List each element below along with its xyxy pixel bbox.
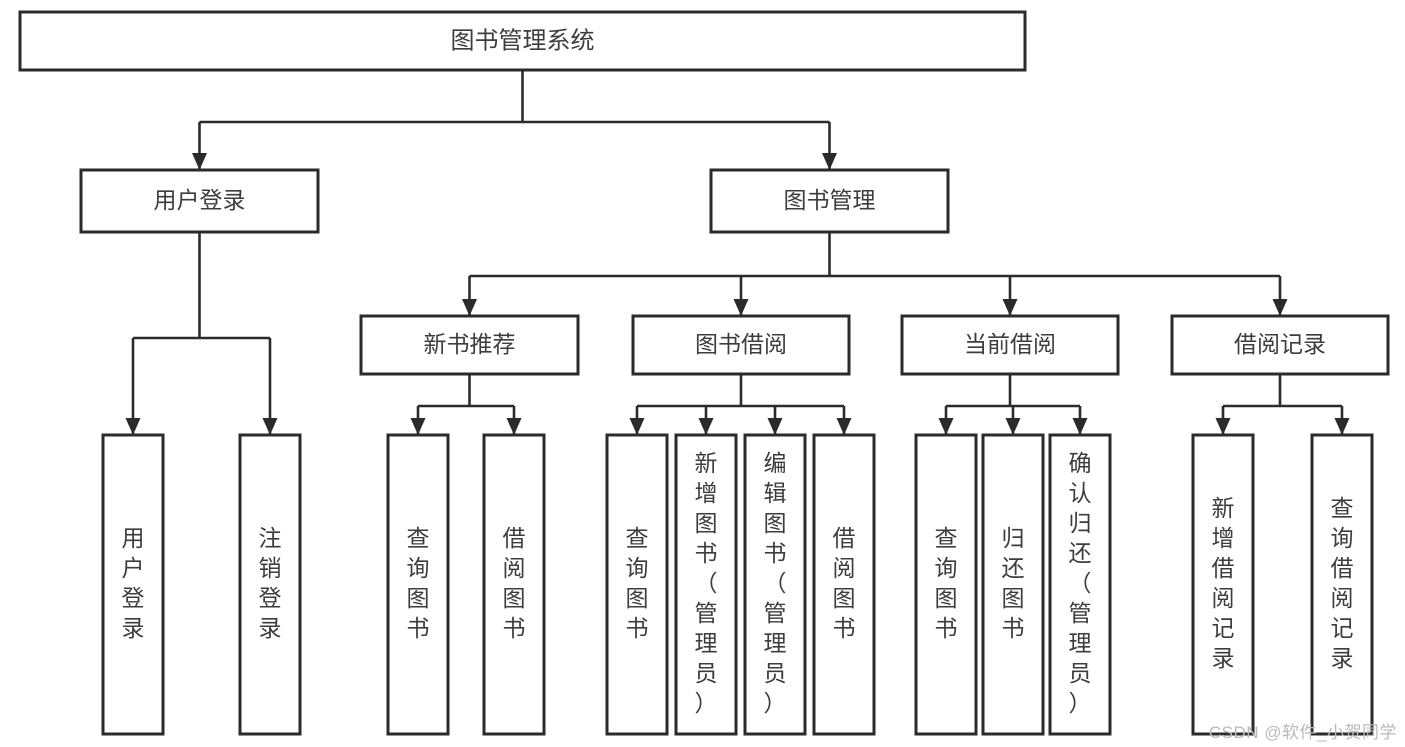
node-label-borrow: 图书借阅: [695, 331, 787, 357]
connector-layer: [125, 70, 1350, 435]
node-label-leaf-borrow-3: 编辑图书（管理员）: [764, 450, 787, 716]
node-label-leaf-borrow-4: 借阅图书: [833, 525, 856, 641]
node-box-leaf-login-1[interactable]: [101, 433, 165, 736]
node-box-root[interactable]: [18, 10, 1027, 72]
node-box-leaf-newbook-2[interactable]: [482, 433, 546, 736]
node-box-leaf-borrow-1[interactable]: [605, 433, 669, 736]
node-label-root: 图书管理系统: [451, 27, 595, 54]
node-login[interactable]: 用户登录: [79, 168, 320, 234]
node-box-record[interactable]: [1170, 314, 1390, 376]
node-record[interactable]: 借阅记录: [1170, 314, 1390, 376]
node-leaf-borrow-3[interactable]: 编辑图书（管理员）: [743, 433, 807, 736]
node-box-bookmgmt[interactable]: [709, 168, 950, 234]
node-box-leaf-borrow-2[interactable]: [674, 433, 738, 736]
node-bookmgmt[interactable]: 图书管理: [709, 168, 950, 234]
node-leaf-login-2[interactable]: 注销登录: [238, 433, 302, 736]
node-box-leaf-borrow-3[interactable]: [743, 433, 807, 736]
node-leaf-borrow-1[interactable]: 查询图书: [605, 433, 669, 736]
node-box-leaf-newbook-1[interactable]: [386, 433, 450, 736]
node-box-leaf-borrow-4[interactable]: [812, 433, 876, 736]
node-box-borrow[interactable]: [631, 314, 851, 376]
node-leaf-current-3[interactable]: 确认归还（管理员）: [1048, 433, 1112, 736]
node-label-leaf-current-1: 查询图书: [935, 525, 958, 641]
node-label-current: 当前借阅: [964, 331, 1056, 357]
node-label-leaf-current-3: 确认归还（管理员）: [1069, 450, 1092, 716]
node-label-bookmgmt: 图书管理: [784, 187, 876, 213]
node-borrow[interactable]: 图书借阅: [631, 314, 851, 376]
node-label-leaf-newbook-1: 查询图书: [407, 525, 430, 641]
node-label-record: 借阅记录: [1234, 331, 1326, 357]
node-box-leaf-login-2[interactable]: [238, 433, 302, 736]
node-leaf-newbook-1[interactable]: 查询图书: [386, 433, 450, 736]
node-leaf-newbook-2[interactable]: 借阅图书: [482, 433, 546, 736]
node-leaf-current-2[interactable]: 归还图书: [981, 433, 1045, 736]
node-label-leaf-login-2: 注销登录: [259, 525, 282, 641]
node-leaf-borrow-4[interactable]: 借阅图书: [812, 433, 876, 736]
node-label-newbook: 新书推荐: [424, 331, 516, 357]
node-box-newbook[interactable]: [359, 314, 580, 376]
node-leaf-record-1[interactable]: 新增借阅记录: [1191, 433, 1255, 736]
node-label-leaf-record-1: 新增借阅记录: [1212, 495, 1235, 671]
node-current[interactable]: 当前借阅: [900, 314, 1120, 376]
node-label-leaf-borrow-2: 新增图书（管理员）: [695, 450, 718, 716]
node-box-leaf-current-2[interactable]: [981, 433, 1045, 736]
node-leaf-login-1[interactable]: 用户登录: [101, 433, 165, 736]
node-label-leaf-newbook-2: 借阅图书: [503, 525, 526, 641]
node-box-leaf-record-1[interactable]: [1191, 433, 1255, 736]
node-label-login: 用户登录: [154, 187, 246, 213]
node-leaf-record-2[interactable]: 查询借阅记录: [1310, 433, 1374, 736]
node-box-leaf-current-1[interactable]: [914, 433, 978, 736]
node-label-leaf-current-2: 归还图书: [1002, 525, 1025, 641]
node-label-leaf-login-1: 用户登录: [122, 525, 145, 641]
node-leaf-current-1[interactable]: 查询图书: [914, 433, 978, 736]
node-label-leaf-borrow-1: 查询图书: [626, 525, 649, 641]
node-box-current[interactable]: [900, 314, 1120, 376]
node-box-login[interactable]: [79, 168, 320, 234]
node-root[interactable]: 图书管理系统: [18, 10, 1027, 72]
node-label-leaf-record-2: 查询借阅记录: [1331, 495, 1354, 671]
node-layer: 图书管理系统用户登录图书管理新书推荐图书借阅当前借阅借阅记录用户登录注销登录查询…: [18, 10, 1390, 736]
node-box-leaf-current-3[interactable]: [1048, 433, 1112, 736]
node-leaf-borrow-2[interactable]: 新增图书（管理员）: [674, 433, 738, 736]
node-box-leaf-record-2[interactable]: [1310, 433, 1374, 736]
node-newbook[interactable]: 新书推荐: [359, 314, 580, 376]
